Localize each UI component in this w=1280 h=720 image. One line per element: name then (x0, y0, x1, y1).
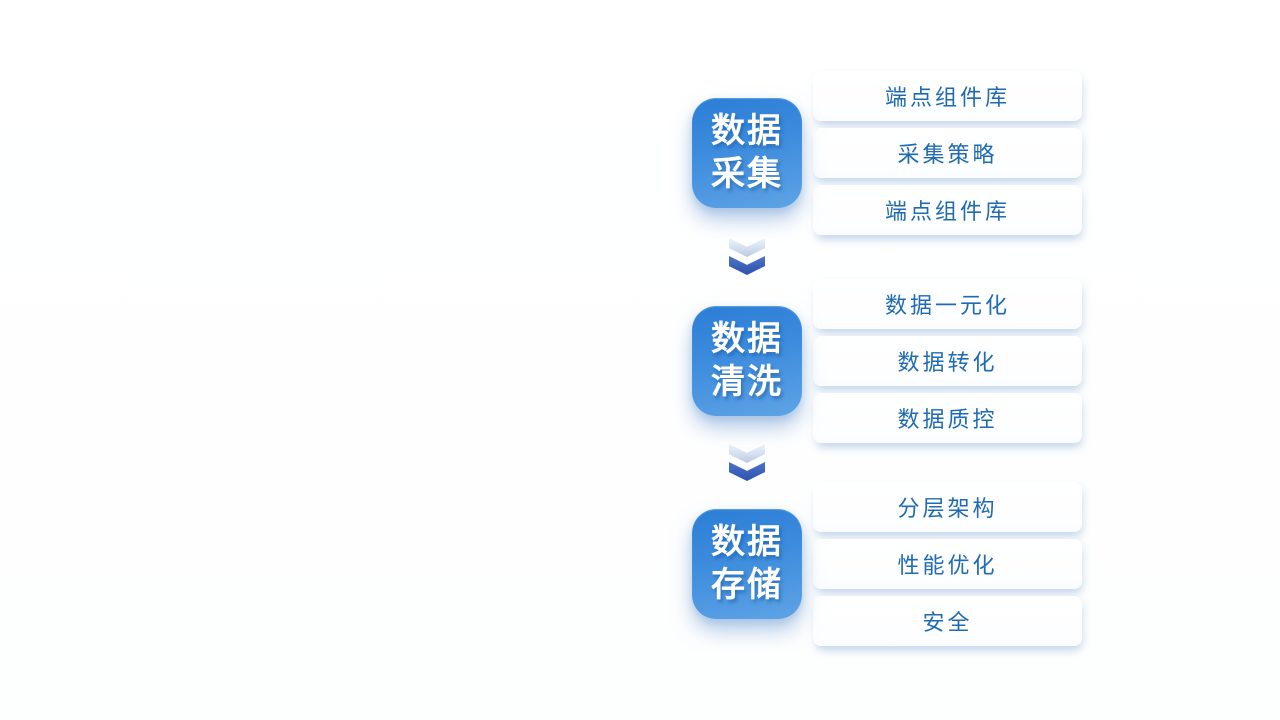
list-item: 数据质控 (813, 393, 1082, 443)
stage-card-title-line: 数据 (711, 320, 783, 358)
stage-items-list: 数据一元化 数据转化 数据质控 (813, 279, 1082, 443)
stage-items-list: 端点组件库 采集策略 端点组件库 (813, 71, 1082, 235)
stage-card-data-storage: 数据 存储 (692, 509, 802, 619)
chevron-down-icon (729, 444, 765, 482)
list-item: 性能优化 (813, 539, 1082, 589)
chevron-down-dark-layer (729, 256, 765, 275)
list-item-label: 安全 (922, 610, 973, 635)
stage-card-data-collection: 数据 采集 (692, 98, 802, 208)
list-item-label: 端点组件库 (884, 85, 1010, 110)
stage-group-data-cleaning: 数据 清洗 数据一元化 数据转化 数据质控 (692, 279, 1082, 443)
list-item: 端点组件库 (813, 71, 1082, 121)
stage-card-title-line: 采集 (711, 155, 783, 193)
stage-card-title-line: 数据 (711, 523, 783, 561)
stage-card-data-cleaning: 数据 清洗 (692, 306, 802, 416)
stage-group-data-collection: 数据 采集 端点组件库 采集策略 端点组件库 (692, 71, 1082, 235)
chevron-down-light-layer (729, 444, 765, 463)
stage-items-list: 分层架构 性能优化 安全 (813, 482, 1082, 646)
stage-group-data-storage: 数据 存储 分层架构 性能优化 安全 (692, 482, 1082, 646)
list-item: 端点组件库 (813, 185, 1082, 235)
chevron-down-icon (729, 238, 765, 276)
list-item: 采集策略 (813, 128, 1082, 178)
chevron-down-light-layer (729, 238, 765, 257)
list-item: 数据一元化 (813, 279, 1082, 329)
list-item-label: 分层架构 (897, 496, 998, 521)
list-item-label: 端点组件库 (884, 199, 1010, 224)
list-item: 安全 (813, 596, 1082, 646)
list-item-label: 数据转化 (897, 350, 998, 375)
stage-card-title-line: 清洗 (711, 363, 783, 401)
list-item-label: 性能优化 (897, 553, 998, 578)
list-item-label: 采集策略 (897, 142, 998, 167)
list-item: 分层架构 (813, 482, 1082, 532)
stage-card-title-line: 数据 (711, 112, 783, 150)
stage-card-title-line: 存储 (711, 566, 783, 604)
list-item-label: 数据质控 (897, 407, 998, 432)
list-item-label: 数据一元化 (884, 293, 1010, 318)
list-item: 数据转化 (813, 336, 1082, 386)
chevron-down-dark-layer (729, 462, 765, 481)
